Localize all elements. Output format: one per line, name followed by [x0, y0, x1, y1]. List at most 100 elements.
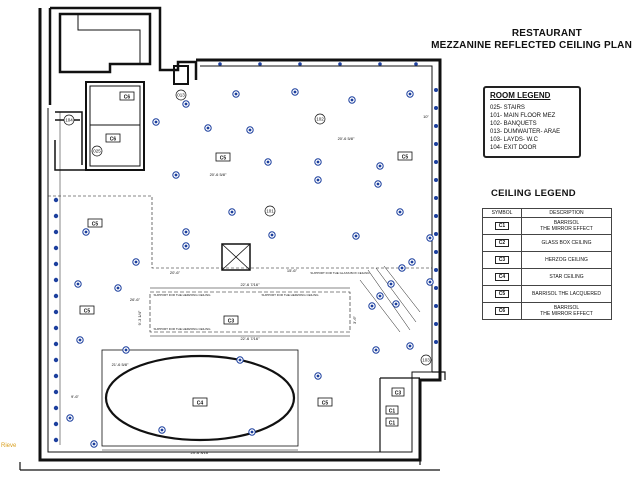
- recessed-downlight: [314, 176, 322, 184]
- recessed-downlight: [376, 162, 384, 170]
- recessed-downlight: [122, 346, 130, 354]
- wall-downlight: [53, 373, 59, 379]
- recessed-downlight: [406, 90, 414, 98]
- ceiling-legend-row: C3 HERZOG CEILING: [482, 251, 612, 269]
- legend-description: STAR CEILING: [549, 274, 584, 280]
- recessed-downlight: [248, 428, 256, 436]
- recessed-downlight: [426, 234, 434, 242]
- wall-downlight: [53, 277, 59, 283]
- dim-c5-c: 20'-6": [170, 270, 181, 275]
- symbol-c5-b: C5: [397, 151, 413, 161]
- symbol-c4: C4: [192, 397, 208, 407]
- room-legend: ROOM LEGEND 025- STAIRS 101- MAIN FLOOR …: [483, 86, 581, 158]
- symbol-c5-c: C5: [87, 218, 103, 228]
- legend-description: BARRISOL THE LACQUERED: [532, 291, 601, 297]
- ceiling-legend-row: C5 BARRISOL THE LACQUERED: [482, 285, 612, 303]
- wall-downlight: [434, 304, 438, 308]
- svg-text:101: 101: [266, 209, 274, 214]
- legend-symbol: C3: [494, 256, 510, 264]
- base-line: [19, 462, 440, 471]
- legend-description: HERZOG CEILING: [545, 257, 588, 263]
- recessed-downlight: [236, 356, 244, 364]
- walls: [19, 6, 446, 471]
- wall-downlight: [338, 62, 342, 66]
- svg-text:C4: C4: [197, 401, 204, 407]
- c6-box: [89, 85, 141, 167]
- recessed-downlight: [396, 208, 404, 216]
- wall-downlight: [434, 124, 438, 128]
- svg-text:C5: C5: [322, 401, 329, 407]
- svg-text:C3: C3: [395, 391, 402, 397]
- recessed-lights: [66, 88, 434, 448]
- wall-downlight: [258, 62, 262, 66]
- wall-downlight: [434, 232, 438, 236]
- wall-downlight: [53, 245, 59, 251]
- room-tag-102: 102: [314, 113, 326, 125]
- symbol-c6-lower: C6: [105, 133, 121, 143]
- wall-downlight: [434, 340, 438, 344]
- symbol-c3-small: C3: [391, 387, 405, 397]
- ceiling-symbols: C6 C6 C5 C5 C5 C5 C5 C3 C3 C4 C1 C1: [79, 91, 413, 427]
- wall-downlight: [434, 142, 438, 146]
- legend-symbol-cell: C3: [482, 251, 522, 269]
- support-note-glass: SUPPORT FOR THE GLASS BOX CEILING: [310, 271, 370, 275]
- legend-symbol-cell: C1: [482, 217, 522, 235]
- stair-tower-wall: [48, 6, 198, 105]
- support-note-left: SUPPORT FOR THE HERZONG CEILING: [153, 293, 211, 297]
- svg-text:C1: C1: [389, 409, 396, 415]
- svg-text:C6: C6: [110, 137, 117, 143]
- outer-wall-inner: [47, 65, 433, 453]
- wall-downlight: [53, 325, 59, 331]
- star-ceiling-frame: [101, 349, 299, 447]
- recessed-downlight: [314, 158, 322, 166]
- glass-box: [221, 243, 251, 271]
- room-legend-item: 101- MAIN FLOOR MEZ: [490, 113, 556, 119]
- recessed-downlight: [76, 336, 84, 344]
- svg-text:102: 102: [316, 117, 324, 122]
- svg-text:103: 103: [422, 358, 430, 363]
- symbol-c1-b: C1: [385, 417, 399, 427]
- wall-downlight: [53, 197, 59, 203]
- recessed-downlight: [158, 426, 166, 434]
- legend-description: GLASS BOX CEILING: [541, 240, 592, 246]
- recessed-downlight: [376, 292, 384, 300]
- recessed-downlight: [268, 231, 276, 239]
- wall-downlight: [298, 62, 302, 66]
- corner-wall: [54, 140, 86, 171]
- glass-box-cross: [221, 243, 251, 271]
- wall-downlight: [434, 214, 438, 218]
- recessed-downlight: [387, 280, 395, 288]
- herzog-ceiling-zone: [149, 287, 351, 337]
- support-note-bottom: SUPPORT FOR THE HERZONG CEILING: [153, 327, 211, 331]
- legend-symbol-cell: C5: [482, 285, 522, 303]
- wall-downlight: [53, 341, 59, 347]
- wall-downlight: [434, 286, 438, 290]
- dim-oval-width: 23'-6 3/16": [190, 450, 210, 455]
- annex-wall: [379, 371, 446, 465]
- symbol-c6-upper: C6: [119, 91, 135, 101]
- dim-right-wall: 10": [423, 114, 429, 119]
- recessed-downlight: [228, 208, 236, 216]
- wall-downlight: [218, 62, 222, 66]
- drawing-subtitle: MEZZANINE REFLECTED CEILING PLAN: [431, 40, 632, 51]
- support-notes: SUPPORT FOR THE HERZONG CEILING SUPPORT …: [153, 271, 370, 331]
- legend-description-cell: STAR CEILING: [521, 268, 612, 286]
- glass-box-fixture: [221, 243, 251, 271]
- room-legend-item: 104- EXIT DOOR: [490, 145, 537, 151]
- recessed-downlight: [114, 284, 122, 292]
- room-tag-103: 103: [420, 354, 432, 366]
- feature-light-cluster: [359, 265, 421, 333]
- wall-downlight: [53, 389, 59, 395]
- room-tag-025: 025: [91, 145, 103, 157]
- recessed-downlight: [398, 264, 406, 272]
- dim-herzog-right: 3'-6": [352, 315, 357, 324]
- room-legend-item: 102- BANQUETS: [490, 121, 537, 127]
- svg-text:025: 025: [93, 149, 101, 154]
- symbol-c3: C3: [223, 315, 239, 325]
